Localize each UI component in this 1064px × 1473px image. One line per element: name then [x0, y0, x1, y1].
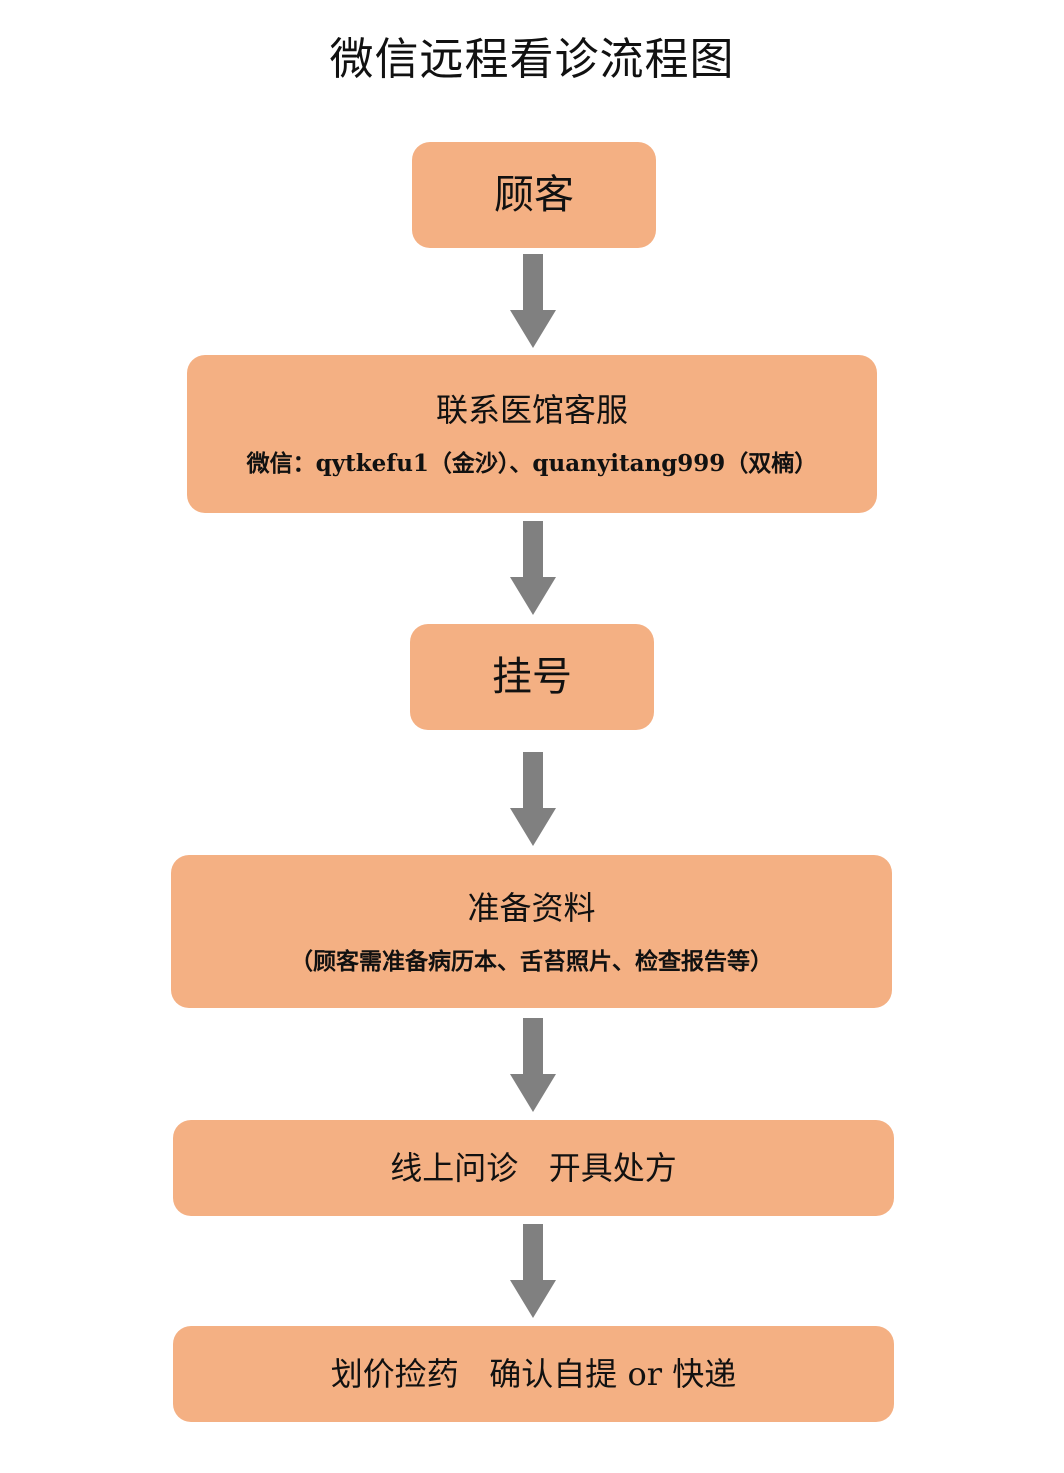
- step-sublabel: 微信：qytkefu1（金沙）、quanyitang999（双楠）: [246, 450, 818, 477]
- step-pricing-delivery: 划价捡药 确认自提 or 快递: [173, 1326, 894, 1422]
- step-label: 准备资料: [467, 888, 596, 927]
- step-online-consultation: 线上问诊 开具处方: [173, 1120, 894, 1216]
- arrow-down-icon: [510, 254, 556, 348]
- arrow-down-icon: [510, 521, 556, 615]
- step-customer: 顾客: [412, 142, 656, 248]
- step-label: 联系医馆客服: [435, 391, 628, 429]
- step-label: 顾客: [494, 172, 574, 218]
- step-register: 挂号: [410, 624, 654, 730]
- arrow-down-icon: [510, 1018, 556, 1112]
- arrow-down-icon: [510, 752, 556, 846]
- step-label: 线上问诊 开具处方: [390, 1149, 677, 1187]
- diagram-title: 微信远程看诊流程图: [329, 34, 735, 85]
- step-label: 挂号: [492, 654, 572, 700]
- step-prepare-materials: 准备资料 （顾客需准备病历本、舌苔照片、检查报告等）: [171, 855, 892, 1008]
- arrow-down-icon: [510, 1224, 556, 1318]
- step-contact-service: 联系医馆客服 微信：qytkefu1（金沙）、quanyitang999（双楠）: [187, 355, 877, 513]
- step-sublabel: （顾客需准备病历本、舌苔照片、检查报告等）: [290, 947, 773, 975]
- step-label: 划价捡药 确认自提 or 快递: [330, 1355, 737, 1393]
